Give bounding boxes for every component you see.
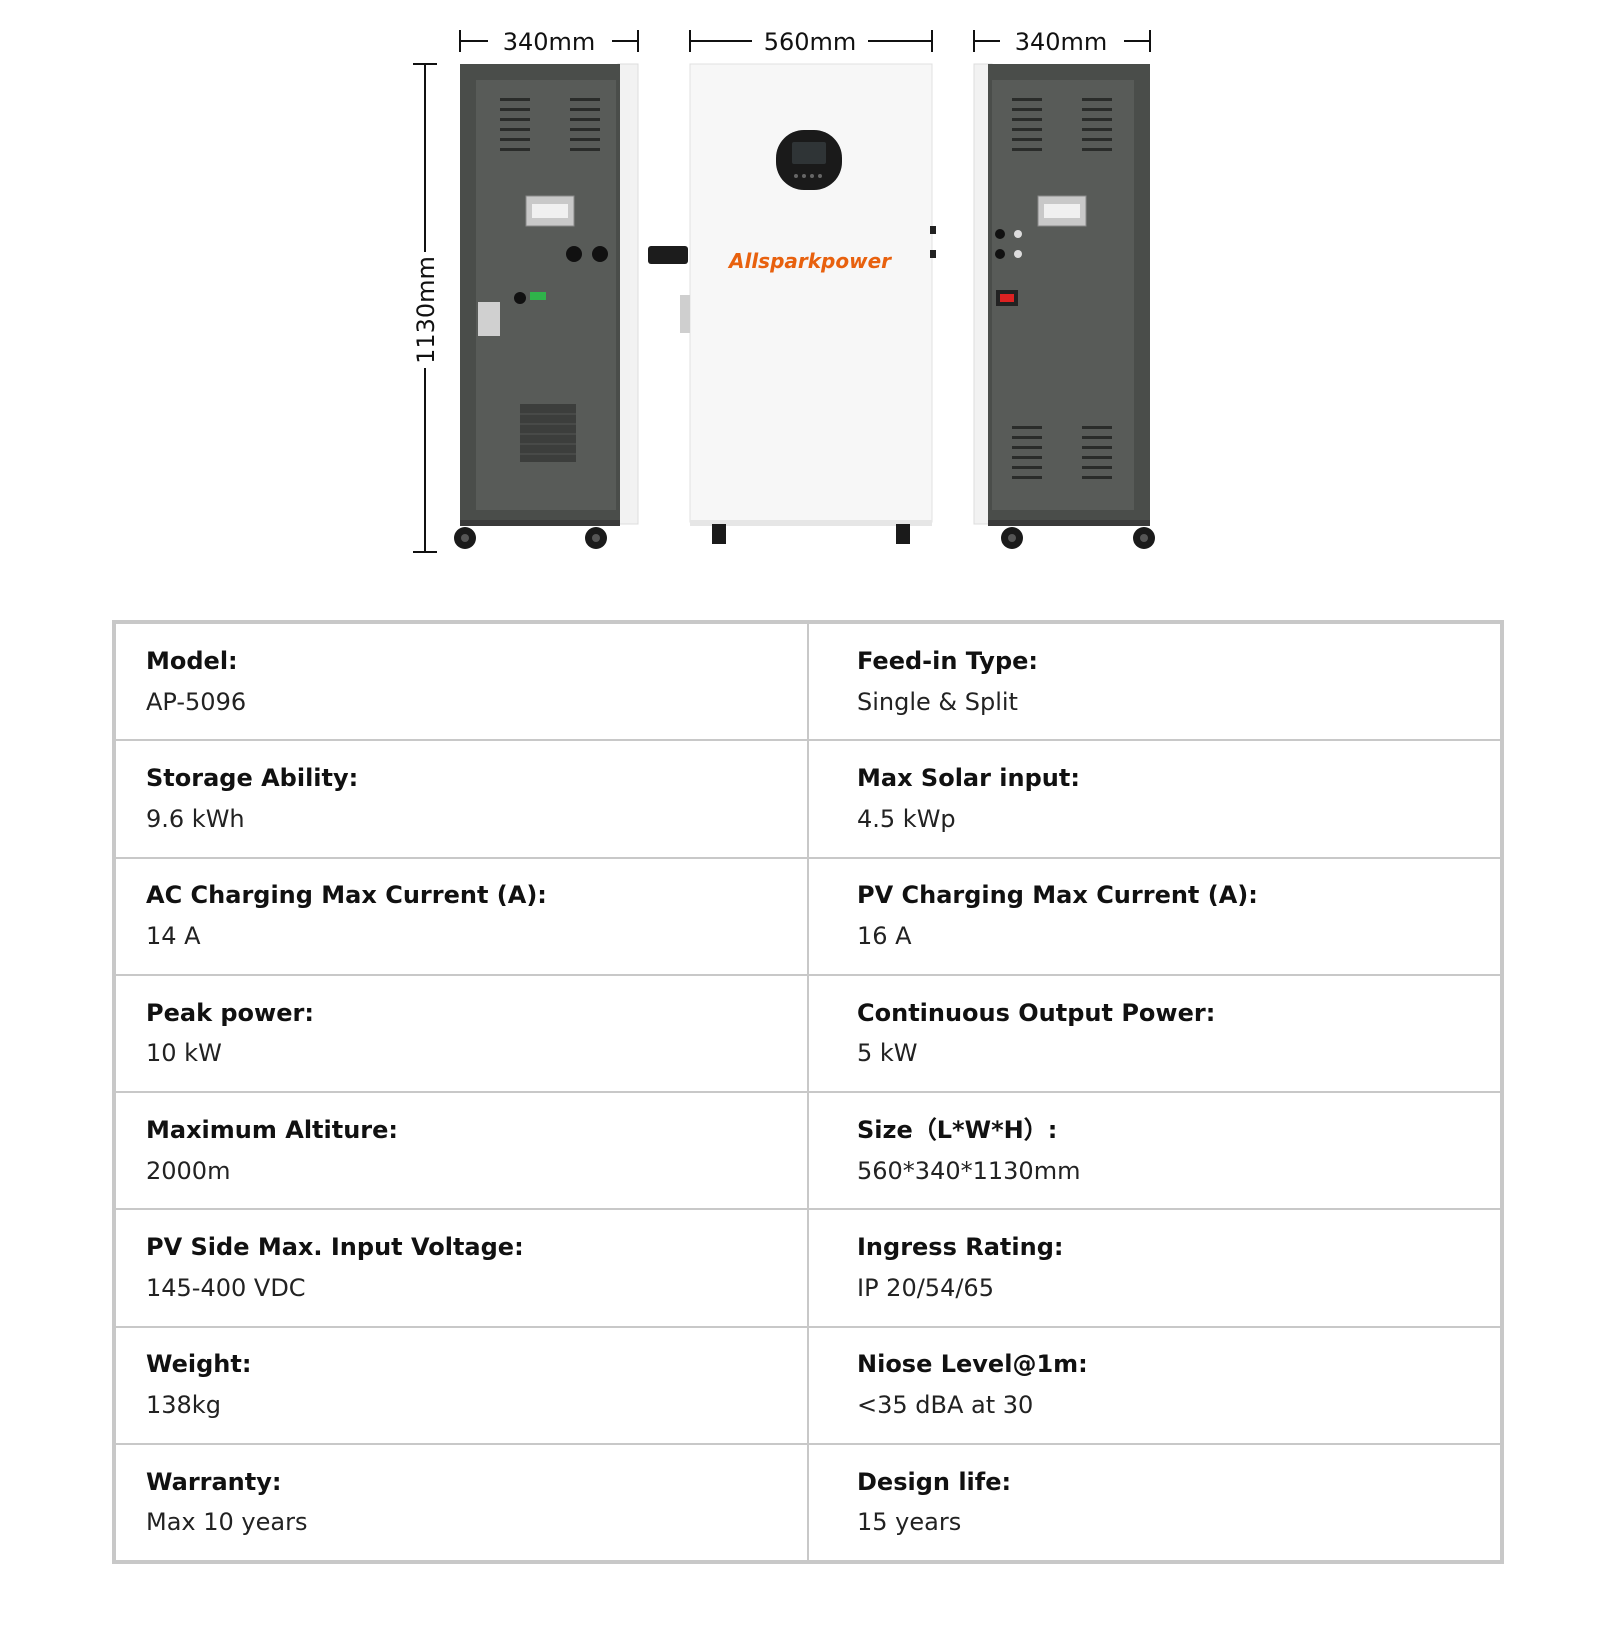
spec-cell: Size（L*W*H）: 560*340*1130mm [807, 1090, 1502, 1211]
table-row: Storage Ability: 9.6 kWh Max Solar input:… [114, 739, 1502, 859]
spec-value: 14 A [146, 922, 201, 951]
spec-cell: Model: AP-5096 [114, 621, 809, 742]
spec-value: AP-5096 [146, 687, 247, 716]
spec-value: 5 kW [857, 1039, 918, 1068]
spec-label: Niose Level@1m: [857, 1350, 1088, 1379]
height-label: 1130mm [412, 256, 440, 364]
spec-value: 4.5 kWp [857, 804, 956, 833]
spec-cell: Ingress Rating: IP 20/54/65 [807, 1208, 1502, 1328]
right-width-label: 340mm [1015, 28, 1108, 56]
spec-cell: PV Side Max. Input Voltage: 145-400 VDC [114, 1208, 809, 1328]
product-dimension-diagram: 340mm 560mm 340mm 1130mm [412, 28, 1155, 553]
spec-cell: Continuous Output Power: 5 kW [807, 973, 1502, 1094]
spec-value: <35 dBA at 30 [857, 1391, 1034, 1420]
spec-label: Model: [146, 646, 238, 675]
spec-value: 2000m [146, 1156, 231, 1185]
table-row: Maximum Altiture: 2000m Size（L*W*H）: 560*3… [114, 1090, 1502, 1211]
spec-cell: Warranty: Max 10 years [114, 1442, 809, 1563]
spec-label: PV Charging Max Current (A): [857, 881, 1258, 910]
spec-value: 138kg [146, 1391, 221, 1420]
spec-cell: Feed-in Type: Single & Split [807, 621, 1502, 742]
spec-label: Ingress Rating: [857, 1233, 1064, 1262]
spec-label: Continuous Output Power: [857, 998, 1216, 1027]
right-side-view [973, 63, 1155, 549]
spec-value: 16 A [857, 922, 912, 951]
height-dimension [413, 63, 437, 553]
table-row: Weight: 138kg Niose Level@1m: <35 dBA at 3… [114, 1325, 1502, 1445]
front-view: Allsparkpower [648, 63, 936, 544]
right-width-dimension [973, 30, 1151, 52]
specifications-table: Model: AP-5096 Feed-in Type: Single & Spli… [112, 620, 1504, 1564]
spec-cell: Storage Ability: 9.6 kWh [114, 739, 809, 859]
table-row: PV Side Max. Input Voltage: 145-400 VDC I… [114, 1208, 1502, 1328]
spec-label: Peak power: [146, 998, 314, 1027]
spec-label: PV Side Max. Input Voltage: [146, 1233, 524, 1262]
left-width-label: 340mm [503, 28, 596, 56]
spec-value: Single & Split [857, 687, 1018, 716]
spec-value: 560*340*1130mm [857, 1156, 1081, 1185]
spec-value: IP 20/54/65 [857, 1273, 994, 1302]
spec-value: Max 10 years [146, 1508, 308, 1537]
spec-label: Size（L*W*H）: [857, 1115, 1058, 1144]
spec-label: Feed-in Type: [857, 646, 1039, 675]
table-row: Warranty: Max 10 years Design life: 15 yea… [114, 1442, 1502, 1563]
spec-value: 10 kW [146, 1039, 222, 1068]
spec-cell: Design life: 15 years [807, 1442, 1502, 1563]
spec-label: AC Charging Max Current (A): [146, 881, 547, 910]
spec-label: Warranty: [146, 1467, 282, 1496]
spec-cell: Peak power: 10 kW [114, 973, 809, 1094]
spec-value: 145-400 VDC [146, 1273, 306, 1302]
center-width-label: 560mm [764, 28, 857, 56]
spec-value: 15 years [857, 1508, 962, 1537]
brand-logo: Allsparkpower [727, 249, 892, 273]
spec-label: Max Solar input: [857, 764, 1080, 793]
center-width-dimension [689, 30, 933, 52]
spec-cell: Weight: 138kg [114, 1325, 809, 1445]
spec-label: Design life: [857, 1467, 1012, 1496]
left-width-dimension [459, 30, 639, 52]
spec-value: 9.6 kWh [146, 804, 245, 833]
table-row: Model: AP-5096 Feed-in Type: Single & Spli… [114, 621, 1502, 742]
table-row: Peak power: 10 kW Continuous Output Power… [114, 973, 1502, 1094]
spec-cell: AC Charging Max Current (A): 14 A [114, 856, 809, 976]
left-side-view [454, 63, 639, 549]
spec-cell: Maximum Altiture: 2000m [114, 1090, 809, 1211]
table-row: AC Charging Max Current (A): 14 A PV Char… [114, 856, 1502, 976]
spec-cell: Niose Level@1m: <35 dBA at 30 [807, 1325, 1502, 1445]
spec-label: Storage Ability: [146, 764, 359, 793]
spec-label: Weight: [146, 1350, 252, 1379]
spec-cell: PV Charging Max Current (A): 16 A [807, 856, 1502, 976]
spec-cell: Max Solar input: 4.5 kWp [807, 739, 1502, 859]
spec-label: Maximum Altiture: [146, 1115, 399, 1144]
